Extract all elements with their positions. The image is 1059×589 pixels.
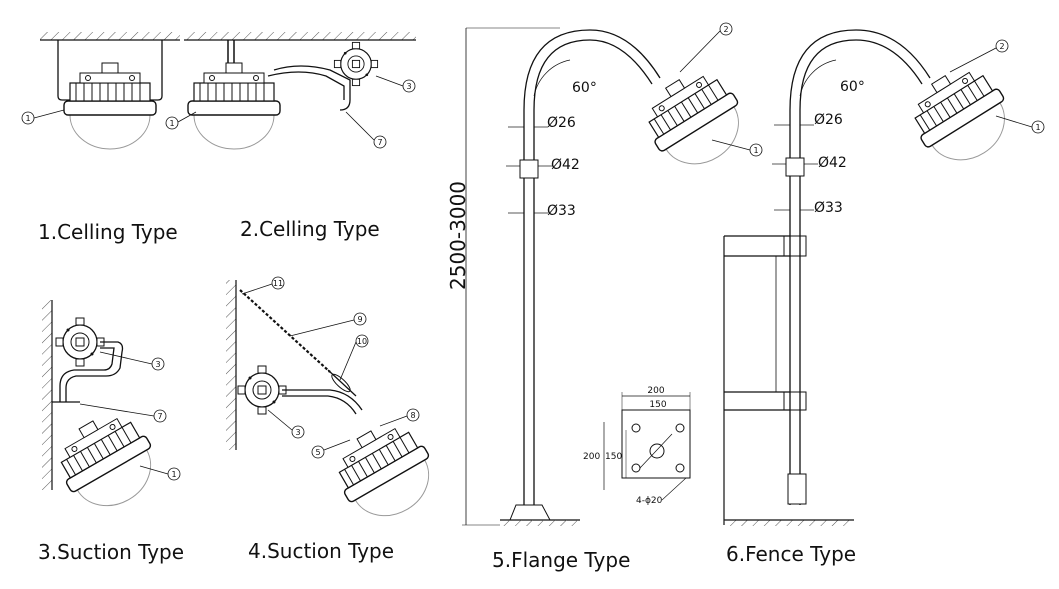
panel-6-fence: 60° Ø26 Ø42 Ø33 2 1 (723, 29, 1045, 526)
callout-label: 1 (753, 146, 758, 155)
callout-label: 3 (295, 428, 300, 437)
pole-clamp (787, 473, 807, 505)
plate-height-outer: 200 (583, 452, 600, 462)
angle-label: 60° (840, 79, 865, 95)
pole-inner (533, 39, 653, 505)
panel-1-caption: 1.Celling Type (38, 220, 178, 244)
callout-label: 7 (377, 138, 382, 147)
pole-inner (799, 39, 923, 505)
chain (239, 289, 331, 373)
ceiling-hatch (40, 32, 180, 40)
diameter-label: Ø42 (818, 155, 847, 171)
turnbuckle (327, 369, 357, 397)
callout-label: 1 (25, 114, 30, 123)
lamp-fixture (323, 411, 448, 534)
panel-3-suction: 3 7 1 (42, 300, 181, 524)
callout-label: 9 (357, 315, 362, 324)
callout-label: 1 (1035, 123, 1040, 132)
plate-width-outer: 200 (647, 386, 664, 396)
diameter-label: Ø26 (814, 112, 843, 128)
panel-5-flange: 60° Ø26 Ø42 Ø33 2 1 200 150 (462, 22, 763, 526)
panel-2-ceiling: 1 3 7 (165, 32, 416, 150)
conduit (282, 389, 363, 411)
diameter-label: Ø33 (814, 200, 843, 216)
lamp-fixture (898, 54, 1024, 178)
callout-label: 8 (410, 411, 415, 420)
plate-width-inner: 150 (649, 400, 666, 410)
callout-label: 2 (999, 42, 1004, 51)
lamp-fixture (632, 58, 758, 182)
wall-hatch (42, 300, 52, 490)
panel-6-caption: 6.Fence Type (726, 542, 857, 566)
flange-plate-detail: 200 150 200 150 4-ɸ20 (583, 386, 691, 506)
callout-label: 2 (723, 25, 728, 34)
panel-4-caption: 4.Suction Type (248, 539, 395, 563)
callout-label: 1 (169, 119, 174, 128)
callout-label: 3 (406, 82, 411, 91)
junction-box (55, 317, 105, 367)
pole-coupling (785, 157, 805, 177)
diameter-label: Ø42 (551, 157, 580, 173)
conduit (65, 341, 124, 402)
panel-5-caption: 5.Flange Type (492, 548, 631, 572)
plate-holes-label: 4-ɸ20 (636, 496, 663, 506)
lamp-fixture (63, 62, 157, 150)
panel-1-ceiling: 1 (21, 32, 180, 150)
diameter-label: Ø33 (547, 203, 576, 219)
callout-label: 11 (273, 279, 283, 288)
lamp-fixture (187, 62, 281, 150)
angle-label: 60° (572, 80, 597, 96)
pole-height-label: 2500-3000 (446, 180, 470, 290)
callout-label: 1 (171, 470, 176, 479)
conduit (273, 65, 351, 111)
diameter-label: Ø26 (547, 115, 576, 131)
junction-box (237, 365, 287, 415)
pole-outer (523, 29, 661, 505)
callout-label: 7 (157, 412, 162, 421)
callout-label: 10 (357, 337, 367, 346)
panel-3-caption: 3.Suction Type (38, 540, 185, 564)
ceiling-hatch (184, 32, 416, 40)
wall-hatch (226, 280, 236, 450)
callout-label: 3 (155, 360, 160, 369)
flange-base (509, 504, 551, 521)
junction-box (333, 41, 379, 87)
pole-outer (789, 29, 931, 505)
panel-4-suction: 11 9 10 8 3 5 (226, 276, 448, 534)
callout-label: 5 (315, 448, 320, 457)
panel-2-caption: 2.Celling Type (240, 217, 380, 241)
plate-height-inner: 150 (605, 452, 622, 462)
lamp-fixture (45, 401, 170, 524)
pole-coupling (519, 159, 539, 179)
